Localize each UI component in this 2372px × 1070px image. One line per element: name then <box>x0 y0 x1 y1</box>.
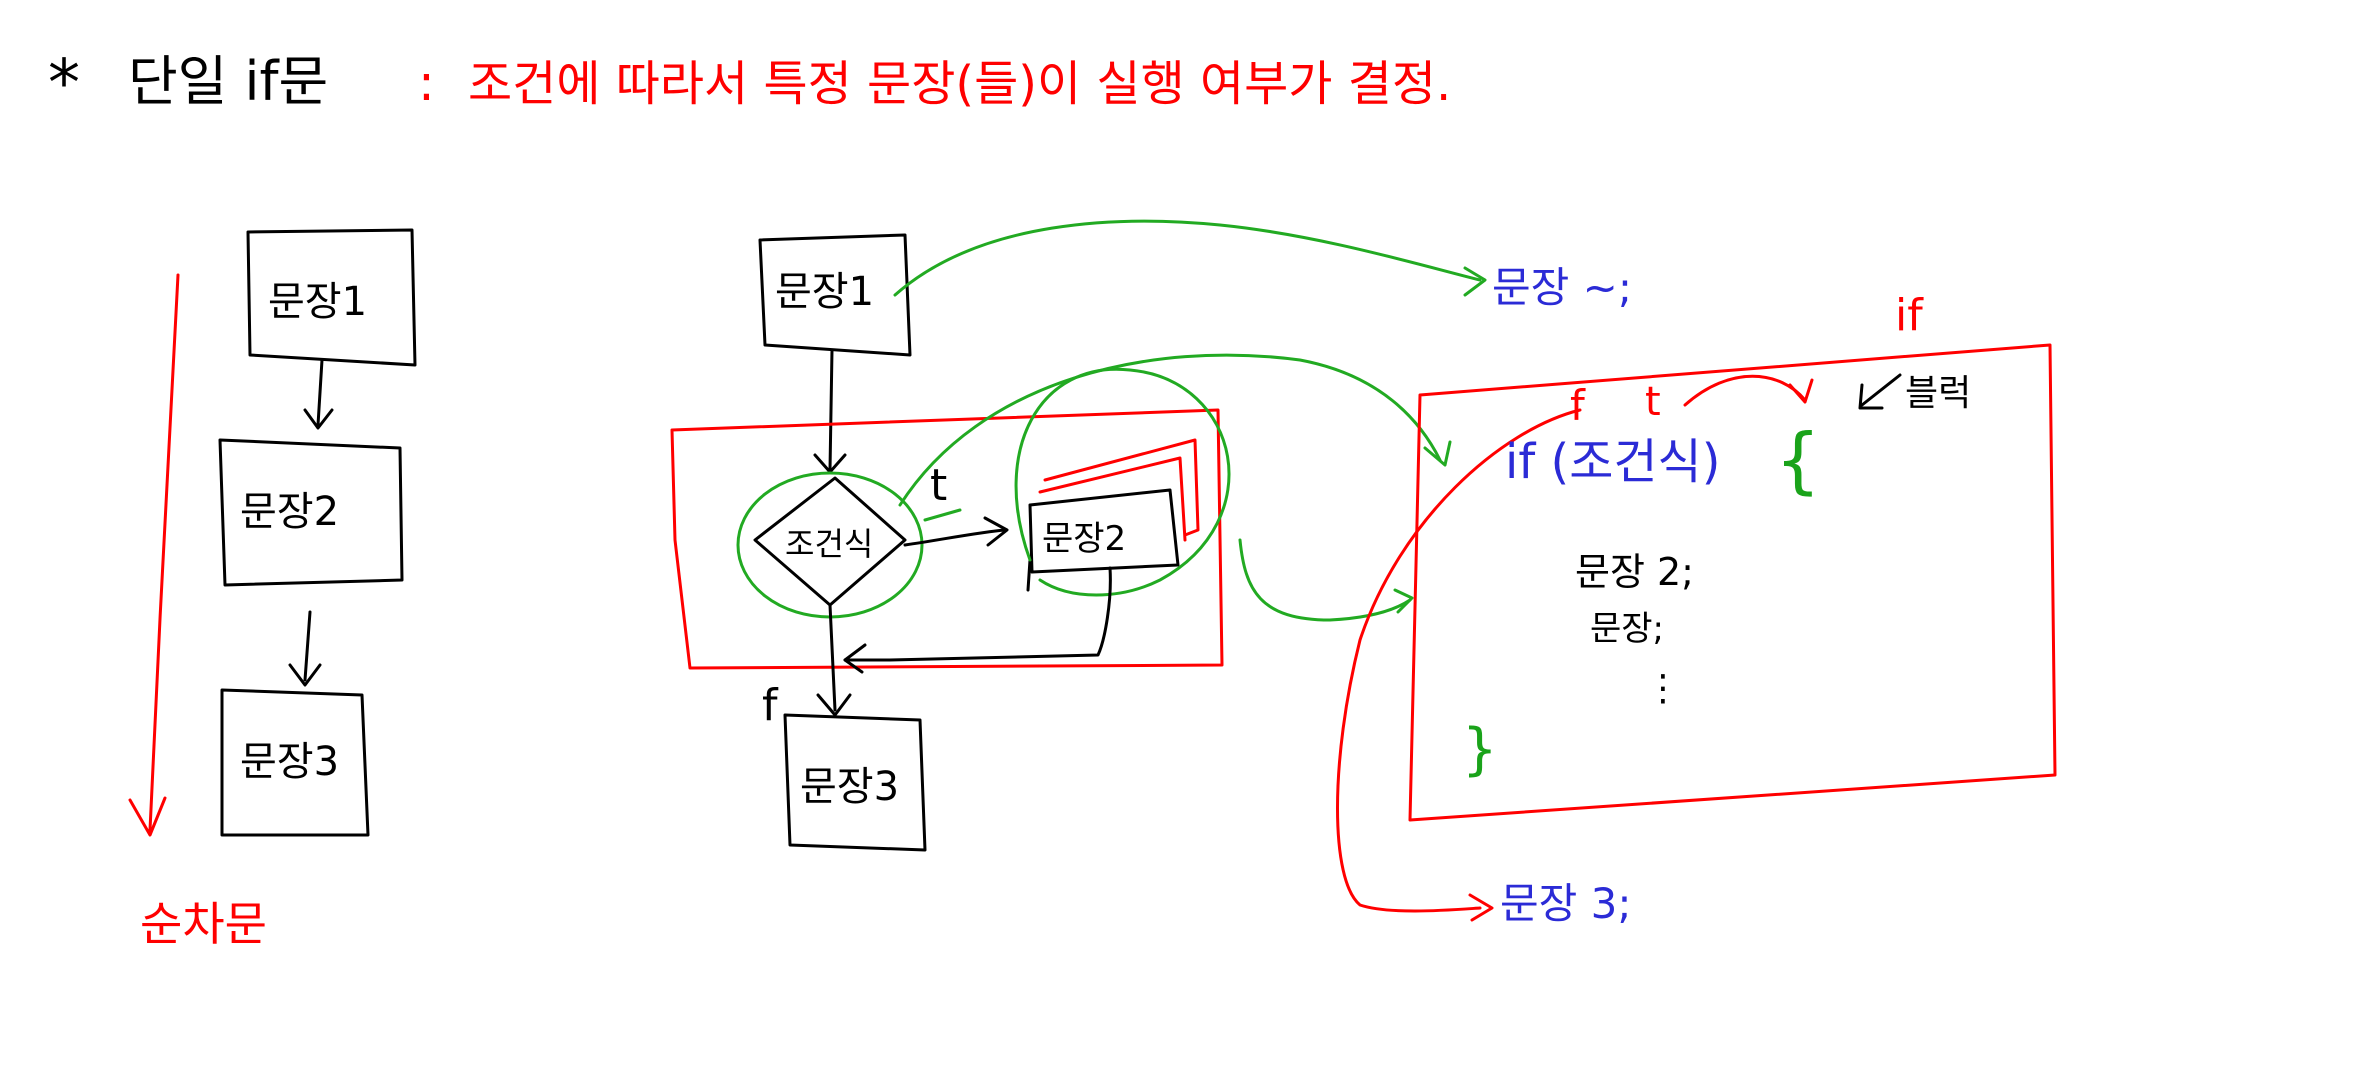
true-to-block-arrowhead <box>1788 378 1814 404</box>
block-pointer-arrowhead <box>1858 383 1884 410</box>
code-if-line: if (조건식) <box>1505 434 1720 490</box>
sequence-arrow-head <box>128 796 167 837</box>
stmt2-stack-outline-2 <box>1038 456 1187 542</box>
flow-box3 <box>783 713 927 852</box>
block-label-text: 블럭 <box>1905 373 1971 414</box>
condition-label: 조건식 <box>785 525 873 563</box>
seq-box2 <box>218 438 404 587</box>
block-label-if: if <box>1895 290 1924 341</box>
box1-to-code-arrowhead <box>1463 266 1487 297</box>
block-pointer-line <box>1860 373 1902 407</box>
sequence-arrow-line <box>148 273 180 832</box>
true-branch-mark <box>923 508 962 522</box>
code-dots: ⋮ <box>1645 668 1681 709</box>
stmt2-stack-outline-1 <box>1043 438 1200 537</box>
header-colon: : <box>418 54 435 112</box>
code-block-box <box>1408 343 2057 822</box>
header-description: 조건에 따라서 특정 문장(들)이 실행 여부가 결정. <box>468 56 1451 112</box>
flow-box2 <box>1028 488 1180 574</box>
header-title: 단일 if문 <box>128 50 328 113</box>
code-open-brace: { <box>1775 418 1821 502</box>
false-branch-arrow <box>828 603 837 712</box>
false-skip-arrowhead <box>1468 893 1494 922</box>
seq-arrowhead-2-3 <box>288 663 322 687</box>
flow-arrow-box1-cond <box>828 348 834 472</box>
condition-to-code-arrowhead <box>1423 440 1452 467</box>
flow-box1 <box>758 233 912 357</box>
flow-box1-label: 문장1 <box>775 269 874 315</box>
star-mark: * <box>48 47 80 121</box>
seq-arrow-2-3 <box>303 610 312 682</box>
stmt2-highlight-loop <box>1014 367 1231 597</box>
flow-box3-label: 문장3 <box>800 764 899 810</box>
flow-box2-label: 문장2 <box>1042 519 1126 559</box>
code-branch-f: f <box>1570 381 1586 430</box>
box1-to-code-connector <box>893 219 1482 297</box>
seq-arrowhead-1-2 <box>303 408 334 430</box>
condition-to-code-connector <box>898 353 1442 507</box>
code-stmt-top: 문장 ~; <box>1492 263 1632 312</box>
seq-box1-label: 문장1 <box>268 279 367 325</box>
stmt2-to-code-connector <box>1238 538 1412 622</box>
code-branch-t: t <box>1645 379 1661 425</box>
true-branch-arrow <box>903 528 1007 547</box>
false-branch-label: f <box>762 680 779 731</box>
return-path <box>843 566 1112 662</box>
code-stmt3: 문장 3; <box>1500 879 1632 928</box>
box2-tick <box>1026 558 1032 592</box>
seq-box3-label: 문장3 <box>240 739 339 785</box>
code-close-brace: } <box>1462 717 1498 782</box>
stmt2-to-code-arrowhead <box>1393 588 1414 614</box>
code-stmt-more: 문장; <box>1590 609 1664 649</box>
seq-box3 <box>220 688 370 837</box>
seq-box2-label: 문장2 <box>240 489 339 535</box>
code-stmt2: 문장 2; <box>1575 550 1694 594</box>
if-structure-box <box>670 408 1224 670</box>
false-branch-arrowhead <box>816 693 852 717</box>
false-skip-arrow <box>1336 408 1582 913</box>
seq-arrow-1-2 <box>316 358 324 427</box>
true-branch-label: t <box>930 460 947 511</box>
true-to-block-arrow <box>1683 374 1807 407</box>
return-arrowhead <box>843 643 867 674</box>
seq-box1 <box>246 228 417 367</box>
sequential-caption: 순차문 <box>140 897 267 951</box>
true-branch-arrowhead <box>983 516 1009 547</box>
